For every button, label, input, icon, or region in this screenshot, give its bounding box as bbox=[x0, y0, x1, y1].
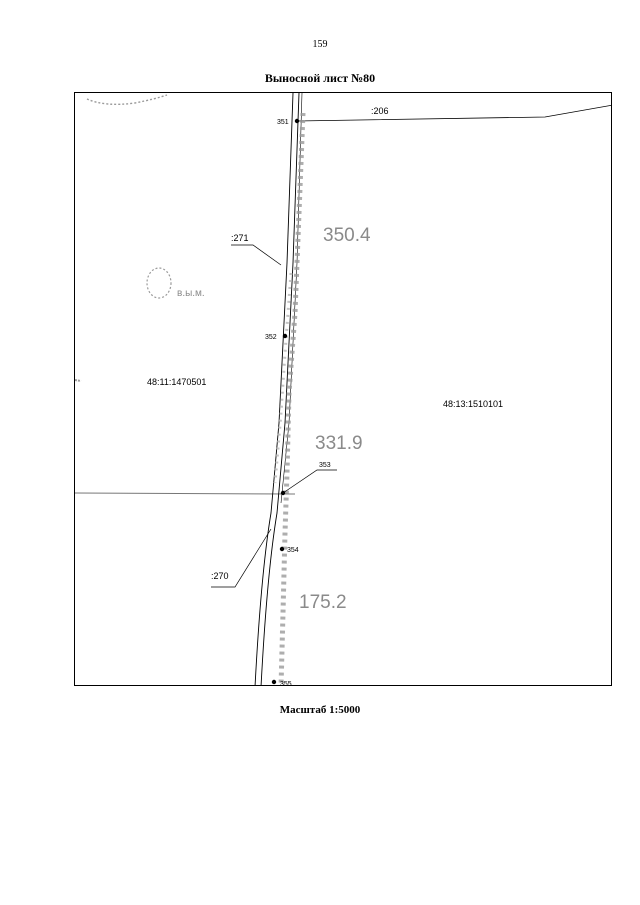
marsh-symbol-text: в.ы.м. bbox=[177, 288, 205, 299]
segment-label-271: :271 bbox=[231, 233, 249, 243]
map-canvas: в.ы.м. 351 352 353 354 355 :206 :271 :27… bbox=[75, 93, 611, 686]
survey-point-355 bbox=[271, 679, 277, 685]
survey-point-353 bbox=[280, 490, 286, 496]
elevation-label-175-2: 175.2 bbox=[299, 592, 347, 613]
elevation-label-331-9: 331.9 bbox=[315, 433, 363, 454]
parcel-label-right: 48:13:1510101 bbox=[443, 399, 503, 409]
road-edge-west bbox=[254, 93, 294, 685]
marsh-symbol-outline bbox=[146, 267, 172, 299]
point-label-352: 352 bbox=[265, 334, 277, 341]
parcel-label-left: 48:11:1470501 bbox=[147, 377, 206, 387]
survey-point-352 bbox=[282, 333, 288, 339]
survey-point-354 bbox=[279, 546, 285, 552]
point-label-354: 354 bbox=[287, 547, 299, 554]
point-label-353: 353 bbox=[319, 462, 331, 469]
leader-line-270 bbox=[211, 528, 272, 588]
road-edge-east bbox=[260, 93, 300, 685]
scale-caption: Масштаб 1:5000 bbox=[279, 704, 361, 716]
elevation-label-350-4: 350.4 bbox=[323, 225, 371, 246]
leader-line-271 bbox=[231, 244, 282, 266]
segment-label-270: :270 bbox=[211, 571, 229, 581]
sheet-title: Выносной лист №80 bbox=[264, 71, 376, 85]
parcel-boundary-horizontal bbox=[75, 492, 296, 495]
point-label-351: 351 bbox=[277, 119, 289, 126]
relief-outline-top-left bbox=[86, 94, 168, 106]
point-label-355: 355 bbox=[280, 681, 292, 686]
boundary-line-206 bbox=[296, 104, 611, 122]
page-number: 159 bbox=[312, 39, 328, 50]
segment-label-206: :206 bbox=[371, 106, 389, 116]
leader-line-353 bbox=[282, 469, 337, 494]
survey-point-351 bbox=[294, 118, 300, 124]
map-frame: в.ы.м. 351 352 353 354 355 :206 :271 :27… bbox=[74, 92, 612, 686]
left-edge-mark bbox=[75, 379, 82, 382]
relief-hatch-strip-secondary bbox=[273, 272, 293, 484]
